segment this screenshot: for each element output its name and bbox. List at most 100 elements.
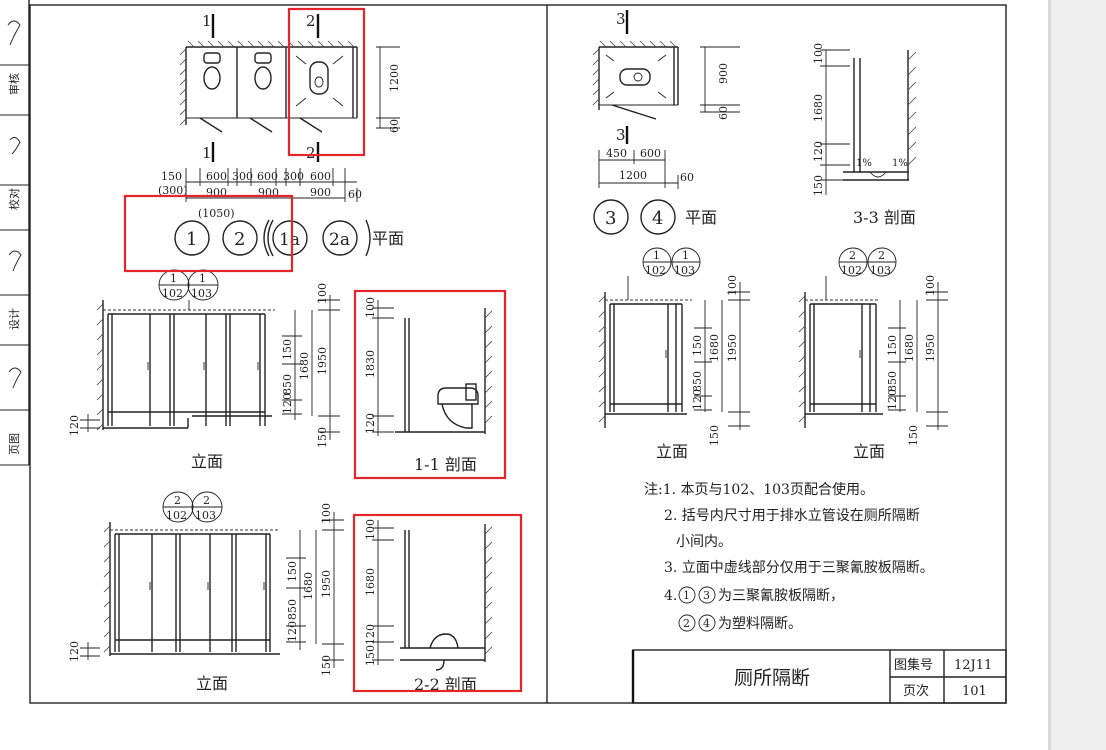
section-mark-3-top: 3 (616, 10, 626, 28)
elev-c-ref-bot-2: 103 (674, 264, 695, 277)
signature-strip: 审核 校对 设计 页图 (0, 0, 30, 466)
note-5-circle-2: 2 (683, 617, 690, 630)
elev-c-ref-top-1: 1 (653, 249, 660, 262)
section-1-1: 100 1830 120 1-1 剖面 (364, 297, 493, 474)
note-2: 2. 括号内尺寸用于排水立管设在厕所隔断 (664, 508, 920, 524)
elev-d-dim-850: 850 (886, 371, 899, 392)
sheet-title: 厕所隔断 (734, 667, 810, 689)
elev-a-dim-120-left: 120 (68, 415, 81, 436)
strip-cell-4: 页图 (8, 433, 21, 455)
dim-300-a: 300 (232, 170, 253, 183)
slope-left: 1% (856, 158, 872, 169)
plan-label-1a: 1a (279, 230, 300, 250)
strip-cell-3: 设计 (8, 308, 21, 330)
sec22-dim-100: 100 (364, 519, 377, 540)
elev-a-dim-1680: 1680 (298, 352, 311, 380)
dim-60b-plan34: 60 (680, 171, 694, 184)
note-5-text: 为塑料隔断。 (718, 616, 802, 632)
section-11-caption: 1-1 剖面 (414, 455, 477, 474)
dim-60-plan34: 60 (717, 106, 730, 120)
dim-33-100: 100 (812, 43, 825, 64)
plan-1-2: 1 1 2 2 1200 60 (158, 12, 404, 257)
plan-label-2: 2 (234, 229, 245, 250)
elev-c-dim-850: 850 (691, 371, 704, 392)
dim-150: 150 (161, 170, 182, 183)
elev-d-dim-1950: 1950 (924, 334, 937, 362)
elev-b-dim-100: 100 (320, 503, 333, 524)
elev-c-dim-120: 120 (691, 389, 704, 410)
dim-900-plan34: 900 (717, 63, 730, 84)
elev-b-ref-bot-1: 102 (166, 509, 187, 522)
section-mark-1-bottom: 1 (202, 144, 212, 162)
elev-d-ref-top-1: 2 (849, 249, 856, 262)
page-label: 页次 (903, 683, 929, 699)
elev-b-ref-top-1: 2 (174, 494, 181, 507)
elev-c-ref-bot-1: 102 (645, 264, 666, 277)
dim-60-right: 60 (388, 119, 401, 133)
dim-600-c: 600 (310, 170, 331, 183)
section-mark-3-bottom: 3 (616, 126, 626, 144)
viewer-margin (1048, 0, 1106, 750)
sec11-dim-1830: 1830 (364, 350, 377, 378)
plan-label-2a: 2a (329, 230, 350, 250)
note-1: 注:1. 本页与102、103页配合使用。 (644, 481, 874, 498)
dim-33-120: 120 (812, 141, 825, 162)
elev-a-ref-bot-1: 102 (162, 287, 183, 300)
elev-a-dim-100: 100 (316, 283, 329, 304)
highlight-box-section-1-1 (353, 289, 507, 480)
dim-300-b: 300 (283, 170, 304, 183)
atlas-label: 图集号 (894, 657, 933, 673)
elev-d-dim-1680: 1680 (903, 334, 916, 362)
dim-600-b: 600 (257, 170, 278, 183)
note-5-circle-4: 4 (703, 617, 710, 630)
title-block: 厕所隔断 图集号 12J11 页次 101 (631, 649, 1007, 704)
note-4-circle-1: 1 (683, 589, 690, 602)
elev-a-dim-150-right: 150 (316, 427, 329, 448)
elev-b-dim-850: 850 (286, 599, 299, 620)
dim-300-paren: (300) (158, 184, 188, 197)
elevation-c: 1 102 1 103 150 850 120 1680 100 1950 15… (598, 247, 750, 461)
section-2-2: 100 1680 120 150 2-2 剖面 (364, 519, 493, 694)
elev-c-dim-150: 150 (691, 335, 704, 356)
elev-b-dim-150-right: 150 (320, 655, 333, 676)
elevation-d: 2 102 2 103 150 850 120 1680 100 1950 15… (798, 247, 948, 461)
elev-b-dim-120-left: 120 (68, 641, 81, 662)
elev-d-dim-100: 100 (924, 275, 937, 296)
highlight-box-squat-stall (287, 7, 366, 157)
plan-label-4: 4 (652, 208, 663, 229)
dim-450: 450 (606, 147, 627, 160)
plan-34-caption: 平面 (685, 208, 717, 227)
elev-c-ref-top-2: 1 (682, 249, 689, 262)
elev-d-caption: 立面 (853, 442, 885, 461)
section-mark-2-bottom: 2 (306, 144, 316, 162)
page-value: 101 (962, 684, 987, 699)
dim-900-c: 900 (310, 186, 331, 199)
dim-600-a: 600 (206, 170, 227, 183)
elev-a-dim-150: 150 (281, 339, 294, 360)
elev-a-dim-850: 850 (281, 374, 294, 395)
note-4-prefix: 4. (664, 588, 677, 604)
atlas-value: 12J11 (954, 658, 992, 673)
sec11-dim-100: 100 (364, 297, 377, 318)
elev-a-dim-1950: 1950 (316, 347, 329, 375)
sec22-dim-150: 150 (364, 645, 377, 666)
plan-label-1: 1 (186, 229, 197, 250)
plan-12-caption: 平面 (372, 229, 404, 248)
sec22-dim-1680: 1680 (364, 568, 377, 596)
elev-b-ref-top-2: 2 (203, 494, 210, 507)
note-2-cont: 小间内。 (676, 534, 732, 550)
dim-60-bottom: 60 (348, 188, 362, 201)
elev-b-dim-120: 120 (286, 621, 299, 642)
dim-33-150: 150 (812, 175, 825, 196)
elev-b-dim-150: 150 (286, 561, 299, 582)
elev-d-dim-120: 120 (886, 389, 899, 410)
dim-33-1680: 1680 (812, 94, 825, 122)
elev-b-ref-bot-2: 103 (195, 509, 216, 522)
dim-1200-plan34: 1200 (619, 169, 647, 182)
strip-cell-2: 校对 (7, 188, 21, 210)
notes: 注:1. 本页与102、103页配合使用。 2. 括号内尺寸用于排水立管设在厕所… (644, 481, 934, 632)
elev-d-ref-bot-2: 103 (870, 264, 891, 277)
section-mark-1-top: 1 (202, 12, 212, 30)
section-33-caption: 3-3 剖面 (853, 208, 916, 227)
